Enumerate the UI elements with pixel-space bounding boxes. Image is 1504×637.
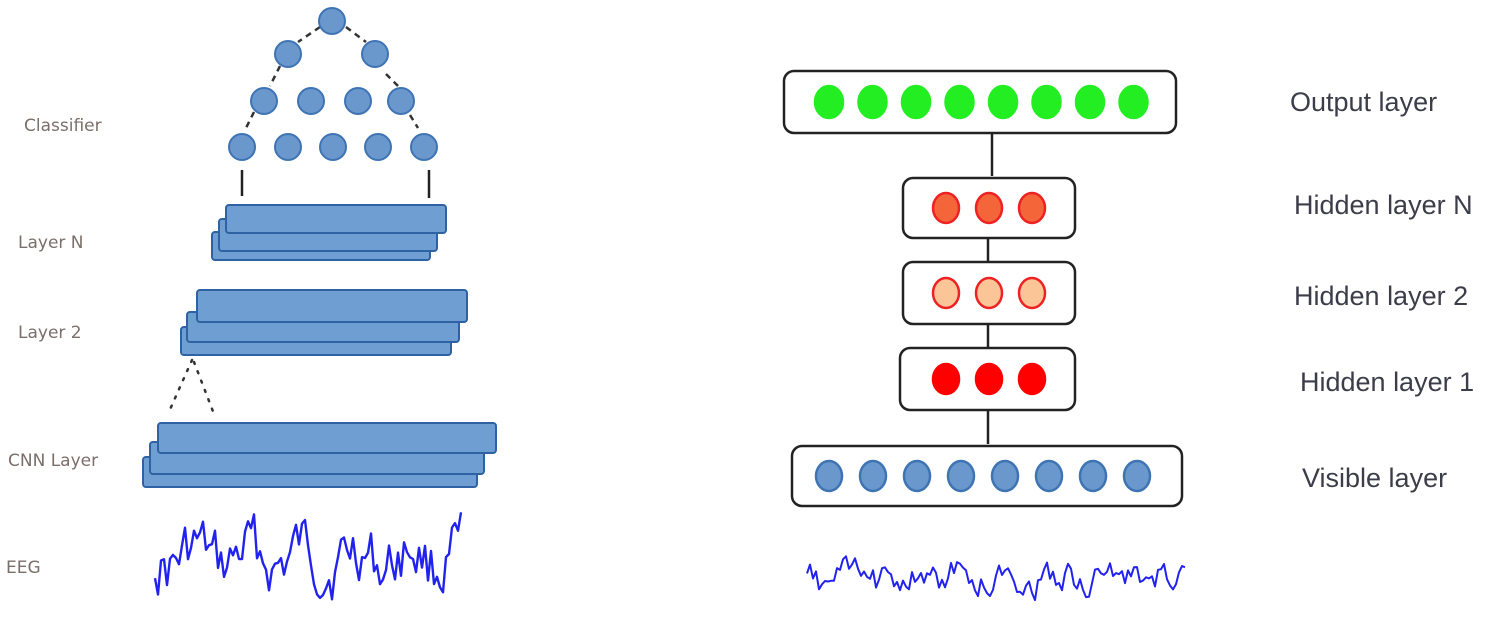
label-layer-2: Layer 2 xyxy=(18,323,82,343)
neuron xyxy=(1074,84,1106,120)
neuron xyxy=(1017,276,1047,310)
classifier-node xyxy=(274,40,302,68)
layer-hidden_1 xyxy=(898,346,1077,412)
layer-connectors xyxy=(986,134,994,444)
feature-map-slab xyxy=(225,204,447,234)
classifier-node xyxy=(250,87,278,115)
eeg-signal-right xyxy=(806,555,1186,602)
layer-output xyxy=(782,69,1178,135)
label-layer-n: Layer N xyxy=(18,233,84,253)
stack-layer-2 xyxy=(180,289,468,356)
label-hidden-layer-2: Hidden layer 2 xyxy=(1294,281,1468,311)
classifier-node xyxy=(361,40,389,68)
layer-hidden_n xyxy=(901,176,1077,240)
label-classifier: Classifier xyxy=(24,116,102,136)
classifier-node xyxy=(364,133,392,161)
neuron xyxy=(857,84,888,120)
classifier-edges xyxy=(244,25,420,129)
neuron xyxy=(1017,191,1047,225)
classifier-node xyxy=(387,87,415,115)
label-eeg: EEG xyxy=(6,558,41,578)
neuron xyxy=(858,459,888,493)
neuron xyxy=(944,84,975,120)
neuron xyxy=(813,84,845,120)
label-cnn-layer: CNN Layer xyxy=(8,451,98,471)
classifier-node xyxy=(318,7,346,35)
label-hidden-layer-n: Hidden layer N xyxy=(1294,190,1473,220)
layer-box xyxy=(782,69,1178,135)
stack-layer-n xyxy=(211,204,447,261)
feature-map-slab xyxy=(196,289,468,323)
neuron xyxy=(990,459,1020,493)
neuron xyxy=(931,362,961,396)
neuron xyxy=(1078,459,1108,493)
network-layers xyxy=(782,69,1184,508)
neuron xyxy=(1122,459,1152,493)
classifier-node xyxy=(344,87,372,115)
classifier-connectors xyxy=(240,170,431,198)
neuron xyxy=(902,459,932,493)
layer-box xyxy=(790,444,1184,508)
neuron xyxy=(931,276,961,310)
label-output-layer: Output layer xyxy=(1290,87,1437,117)
neuron xyxy=(931,191,961,225)
label-visible-layer: Visible layer xyxy=(1302,463,1447,493)
classifier-nodes xyxy=(228,7,438,161)
neuron xyxy=(900,84,932,120)
neuron xyxy=(946,459,976,493)
neuron xyxy=(974,362,1004,396)
neuron xyxy=(1118,84,1149,120)
dotted-projection xyxy=(166,358,216,416)
classifier-node xyxy=(274,133,302,161)
eeg-signal-left xyxy=(153,512,463,601)
label-hidden-layer-1: Hidden layer 1 xyxy=(1300,367,1474,397)
classifier-node xyxy=(297,87,325,115)
layer-hidden_2 xyxy=(901,260,1077,326)
classifier-node xyxy=(319,133,347,161)
neuron xyxy=(1034,459,1064,493)
neuron xyxy=(974,276,1004,310)
classifier-node xyxy=(410,133,438,161)
neuron xyxy=(1031,84,1062,120)
classifier-node xyxy=(228,133,256,161)
layer-visible xyxy=(790,444,1184,508)
stack-cnn-layer xyxy=(142,422,497,488)
neuron xyxy=(987,84,1019,120)
feature-map-slab xyxy=(157,422,497,454)
neuron xyxy=(974,191,1004,225)
neuron xyxy=(814,459,844,493)
neuron xyxy=(1017,362,1047,396)
